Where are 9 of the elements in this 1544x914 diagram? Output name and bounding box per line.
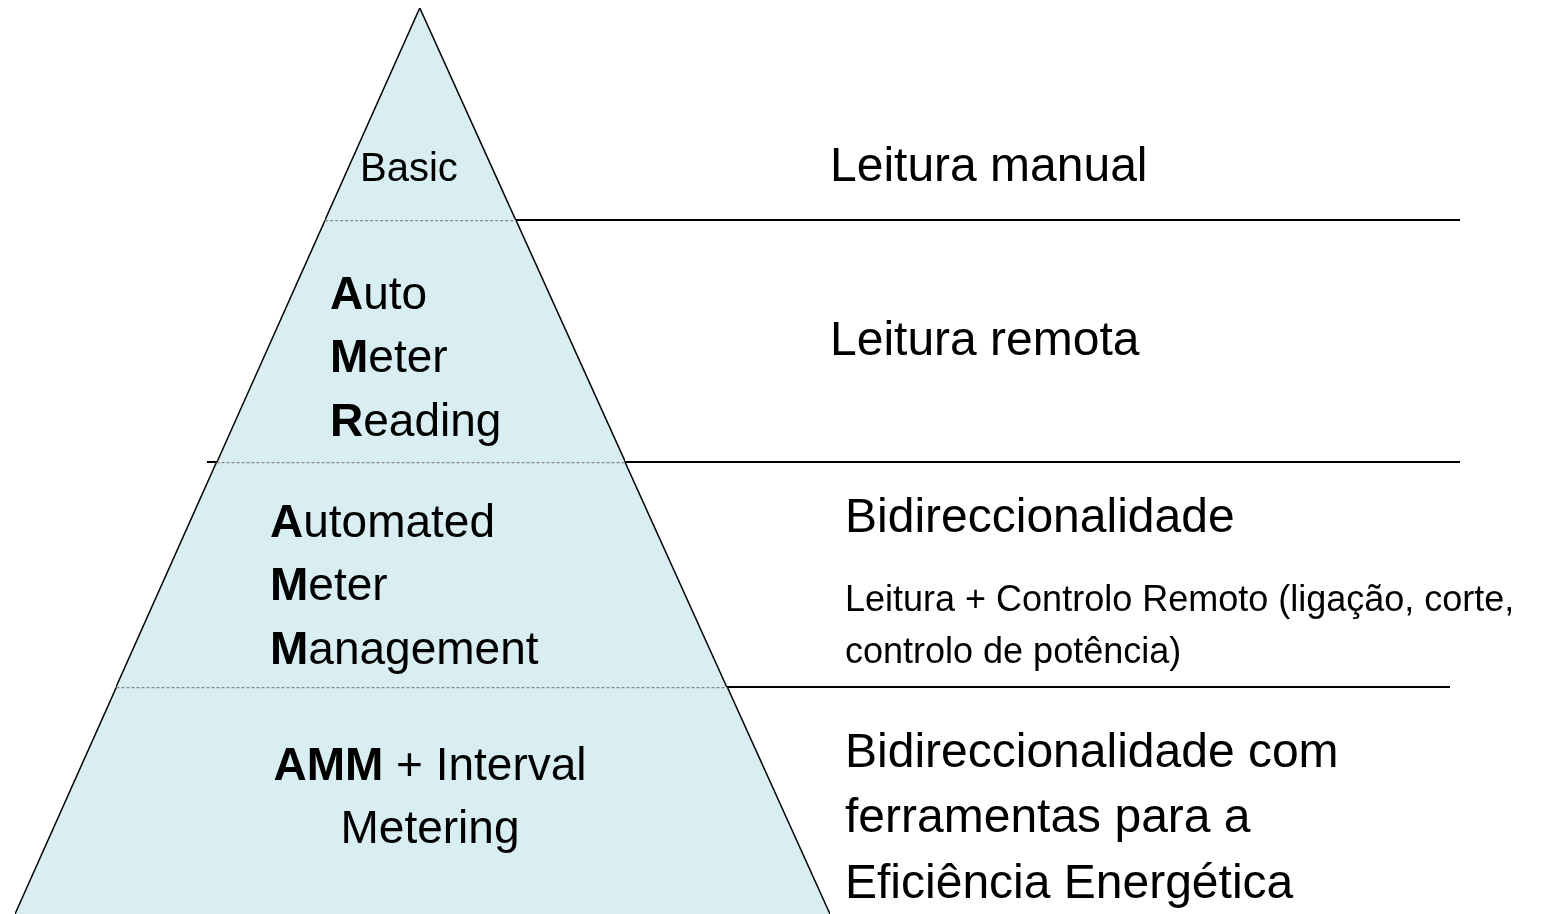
tier-detail: Leitura + Controlo Remoto (ligação, corte, controlo de potência): [845, 577, 1516, 674]
tier-description: Bidireccionalidade com ferramentas para a Eficiência Energética: [845, 723, 1340, 910]
tier-label: Basic: [360, 144, 459, 191]
tier-label: Auto Meter Reading: [330, 266, 503, 448]
tier-label: Automated Meter Management: [270, 494, 540, 676]
tier-description: Leitura remota: [830, 311, 1141, 367]
tier-description: Leitura manual: [830, 137, 1149, 193]
tier-description: Bidireccionalidade: [845, 488, 1236, 544]
tier-label: AMM + Interval Metering: [272, 737, 588, 856]
